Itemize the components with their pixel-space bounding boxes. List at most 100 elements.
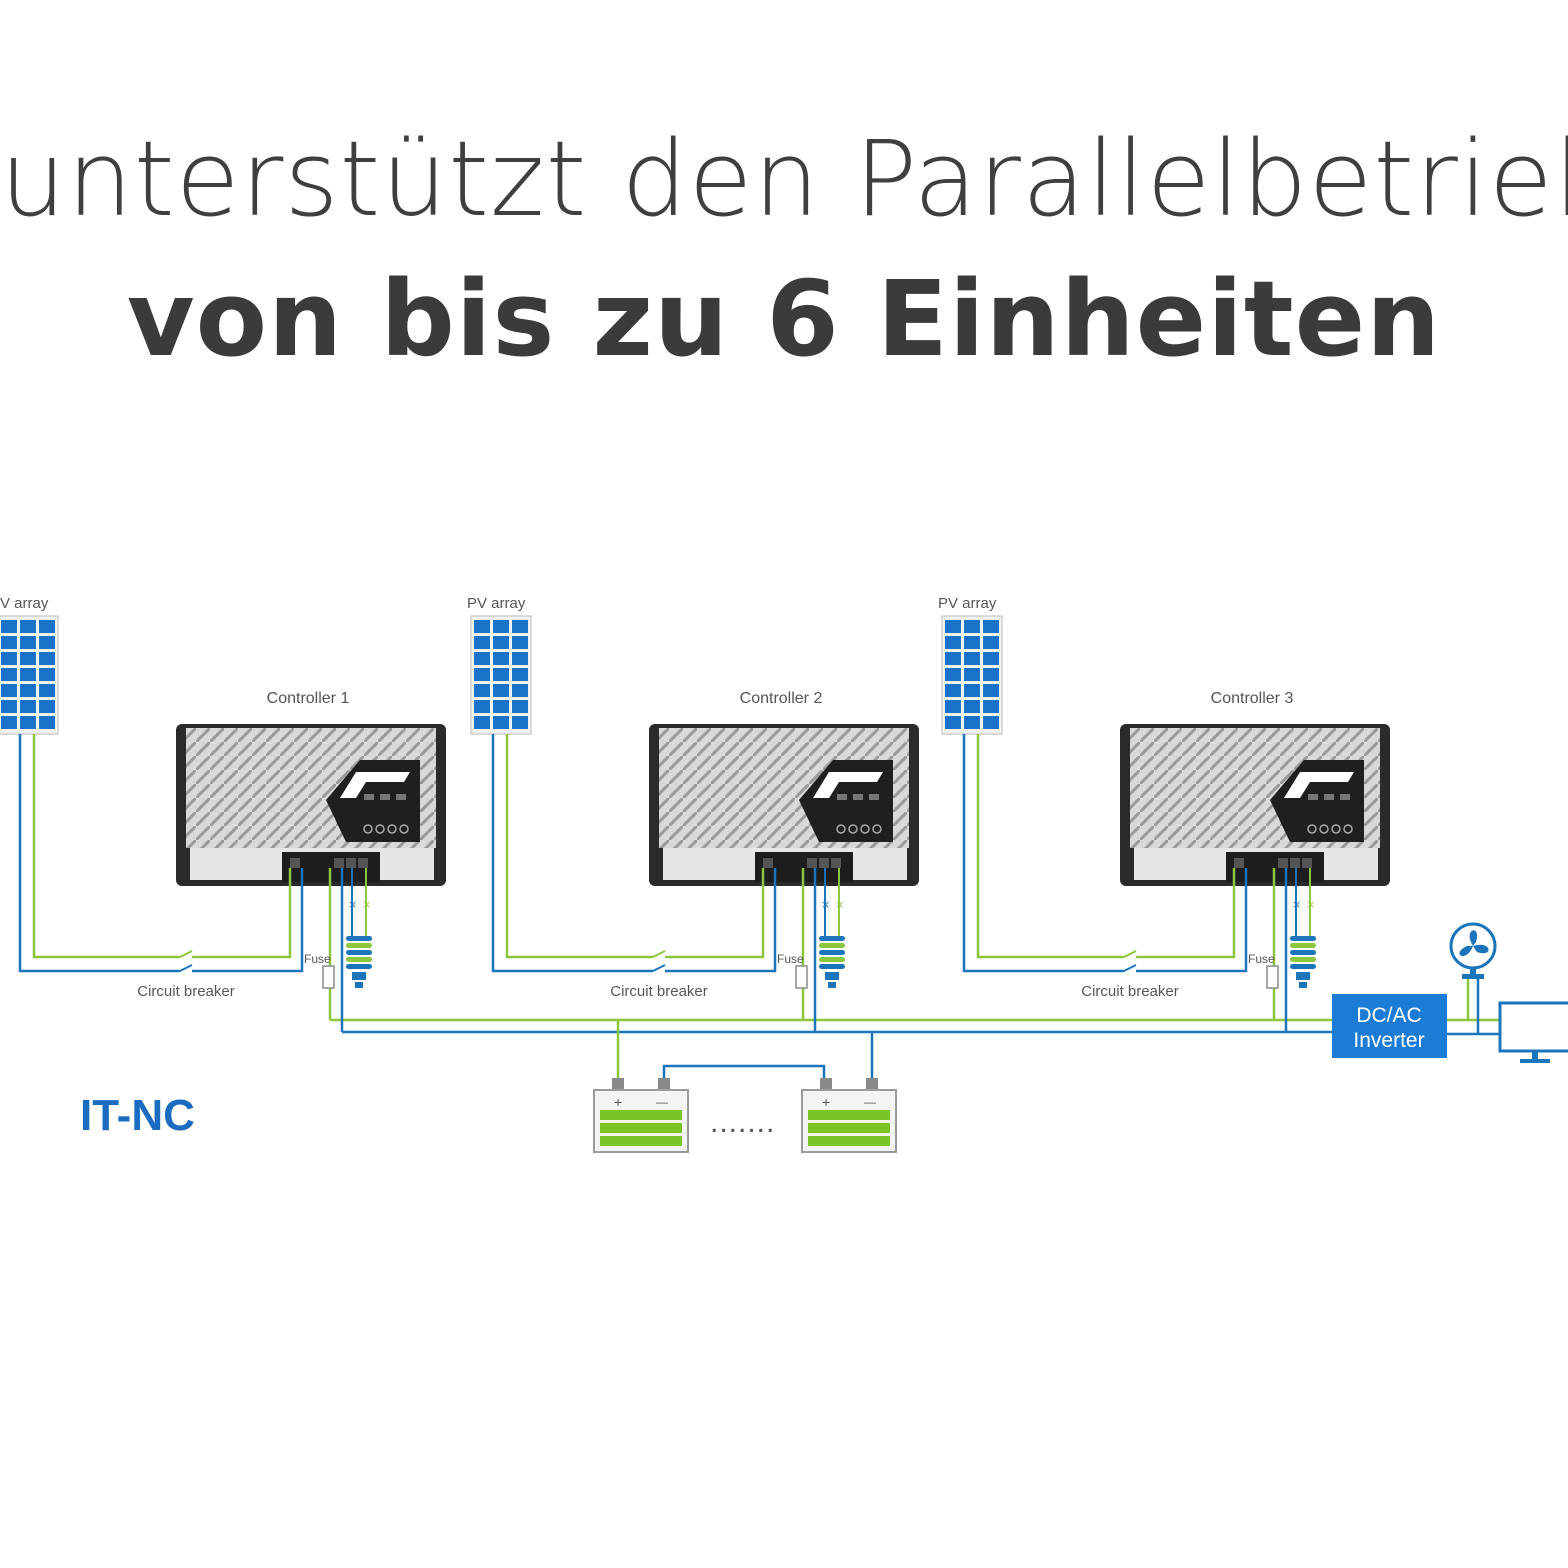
solar-cell (512, 700, 528, 713)
fan-blade (1459, 946, 1473, 957)
controller-label: Controller 3 (1211, 690, 1294, 707)
load-switch-mark: × (1306, 898, 1315, 911)
controller-button (1319, 824, 1329, 834)
battery-2-plus-sign: + (822, 1094, 830, 1110)
solar-cell (474, 652, 490, 665)
solar-cell (983, 716, 999, 729)
controller-button (872, 824, 882, 834)
solar-cell (20, 652, 36, 665)
breaker-switch-green (179, 950, 193, 958)
fan-icon (1449, 922, 1497, 979)
controller-logo-mark (1284, 772, 1354, 798)
solar-cell (964, 652, 980, 665)
solar-cell (964, 668, 980, 681)
controller-terminal (831, 858, 841, 868)
charge-controller-icon (176, 724, 446, 886)
solar-panel-icon (941, 615, 1003, 735)
breaker-blue-wire (665, 868, 777, 973)
fuse-icon (1266, 965, 1279, 989)
lamp-coil (819, 936, 845, 941)
solar-cell (39, 700, 55, 713)
lamp-icon (819, 936, 845, 988)
fan-stand (1470, 968, 1476, 976)
battery-1-cell (600, 1110, 682, 1120)
battery-1-plus-sign: + (614, 1094, 622, 1110)
controller-terminal (807, 858, 817, 868)
circuit-breaker-label: Circuit breaker (137, 983, 235, 1000)
controller-label: Controller 2 (740, 690, 823, 707)
circuit-breaker-label: Circuit breaker (610, 983, 708, 1000)
lamp-coil (819, 950, 845, 955)
controller-button (399, 824, 409, 834)
solar-cell (493, 620, 509, 633)
battery-2-cell (808, 1110, 890, 1120)
lamp-icon (346, 936, 372, 988)
inverter-label-line-1: DC/AC (1356, 1004, 1421, 1027)
headline-line-1: unterstützt den Parallelbetrieb (0, 118, 1568, 240)
solar-panel-icon (0, 615, 59, 735)
controller-led (853, 794, 863, 800)
solar-cell (945, 700, 961, 713)
lamp-coil (819, 957, 845, 962)
controller-button (1331, 824, 1341, 834)
controller-button (387, 824, 397, 834)
solar-cell (1, 700, 17, 713)
solar-cell (983, 700, 999, 713)
solar-cell (493, 668, 509, 681)
solar-cell (512, 668, 528, 681)
controller-led (1308, 794, 1318, 800)
controller-terminal (1302, 858, 1312, 868)
monitor-stand (1532, 1051, 1538, 1060)
lamp-coil (1290, 950, 1316, 955)
fan-base (1462, 974, 1484, 979)
solar-cell (512, 716, 528, 729)
controller-led (396, 794, 406, 800)
solar-cell (512, 652, 528, 665)
fuse-label: Fuse (1248, 952, 1275, 966)
fan-blade (1469, 930, 1478, 946)
fuse-icon (795, 965, 808, 989)
battery-1-terminal-minus (658, 1078, 670, 1090)
battery-1: + — (593, 1078, 689, 1153)
battery-1-minus-link (662, 1064, 826, 1082)
solar-cell (1, 620, 17, 633)
solar-cell (20, 700, 36, 713)
fan-blade (1473, 944, 1489, 954)
lamp-coil (346, 964, 372, 969)
controller-led (1324, 794, 1334, 800)
solar-cell (964, 636, 980, 649)
lamp-icon (1290, 936, 1316, 988)
lamp-coil (1290, 957, 1316, 962)
breaker-switch-green (652, 950, 666, 958)
solar-cell (945, 620, 961, 633)
breaker-blue-wire (192, 868, 304, 973)
battery-2-terminal-plus (820, 1078, 832, 1090)
controller-led (837, 794, 847, 800)
inverter-box (1332, 994, 1447, 1058)
lamp-base (1296, 972, 1310, 980)
battery-1-minus-sign: — (656, 1095, 668, 1109)
breaker-switch-blue (652, 964, 666, 972)
pv-blue-wire (962, 734, 1124, 973)
lamp-base (825, 972, 839, 980)
battery-2-minus-sign: — (864, 1095, 876, 1109)
controller-button (1343, 824, 1353, 834)
solar-cell (39, 668, 55, 681)
fuse-icon (322, 965, 335, 989)
lamp-coil (346, 936, 372, 941)
controller-led (1340, 794, 1350, 800)
pv-green-wire (32, 734, 180, 959)
controller-logo-mark (813, 772, 883, 798)
breaker-green-wire (1136, 868, 1236, 959)
controller-led (364, 794, 374, 800)
battery-2: + — (801, 1078, 897, 1153)
solar-cell (493, 716, 509, 729)
controller-button (1307, 824, 1317, 834)
controller-terminal (1278, 858, 1288, 868)
controller-led (380, 794, 390, 800)
battery-1-terminal-plus (612, 1078, 624, 1090)
solar-cell (1, 668, 17, 681)
solar-cell (493, 700, 509, 713)
